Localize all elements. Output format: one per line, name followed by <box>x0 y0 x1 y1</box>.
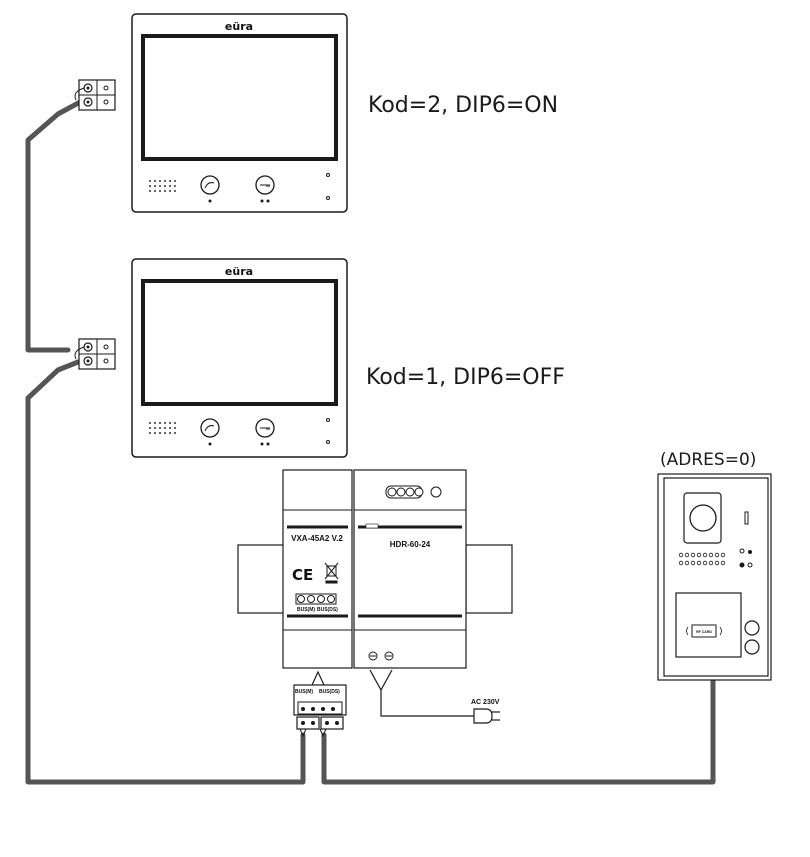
ce-mark: CE <box>292 566 313 584</box>
monitor-1-talk-button-icon[interactable] <box>200 175 220 195</box>
monitor-1-brand: eüra <box>225 20 253 33</box>
rf-card-reader-icon: RF CARD <box>686 624 722 638</box>
bus-module-terminal-left: BUS(M) <box>297 607 315 613</box>
bus-wires <box>25 98 716 785</box>
bus-connector-right-label: BUS(DS) <box>319 689 340 695</box>
door-station: RF CARD <box>657 473 772 681</box>
bus-module-terminal-right: BUS(DS) <box>317 607 338 613</box>
monitor-1-config-label: Kod=2, DIP6=ON <box>368 93 558 118</box>
bus-module-model: VXA-45A2 V.2 <box>291 534 343 543</box>
call-button-1-icon[interactable] <box>744 620 760 636</box>
call-button-2-icon[interactable] <box>744 639 760 655</box>
bus-connector <box>293 670 347 738</box>
ac-power-cable <box>369 669 474 717</box>
monitor-2-brand: eüra <box>225 265 253 278</box>
ac-voltage-label: AC 230V <box>471 699 500 706</box>
door-station-address-label: (ADRES=0) <box>660 450 756 470</box>
door-station-speaker-grille <box>678 552 726 566</box>
wire-monitor2-to-bus <box>25 359 306 785</box>
monitor-2-terminal-block <box>74 338 116 370</box>
monitor-2-speaker-grille <box>149 422 176 434</box>
monitor-1-screen <box>141 34 338 161</box>
monitor-2-config-label: Kod=1, DIP6=OFF <box>366 365 565 390</box>
power-plug-icon <box>473 708 500 724</box>
power-led-icon <box>430 486 442 498</box>
monitor-2: eüra <box>131 258 348 458</box>
wire-bus-to-doorstation <box>321 678 716 785</box>
din-rail <box>237 544 513 614</box>
power-supply: HDR-60-24 <box>353 469 467 669</box>
monitor-1-speaker-grille <box>149 180 176 192</box>
weee-bin-icon <box>324 562 339 584</box>
camera-lens-icon <box>689 504 717 532</box>
wire-monitor1-to-monitor2 <box>25 98 85 353</box>
monitor-1: eüra <box>131 13 348 213</box>
monitor-2-talk-button-icon[interactable] <box>200 418 220 438</box>
power-supply-model: HDR-60-24 <box>390 540 431 549</box>
monitor-2-screen <box>141 279 338 406</box>
monitor-1-terminal-block <box>74 79 116 111</box>
rf-card-label: RF CARD <box>696 630 712 634</box>
bus-module: VXA-45A2 V.2 CE BUS(M) BUS(DS) <box>282 469 353 669</box>
bus-connector-left-label: BUS(M) <box>295 689 313 695</box>
bus-module-terminals <box>295 593 337 605</box>
